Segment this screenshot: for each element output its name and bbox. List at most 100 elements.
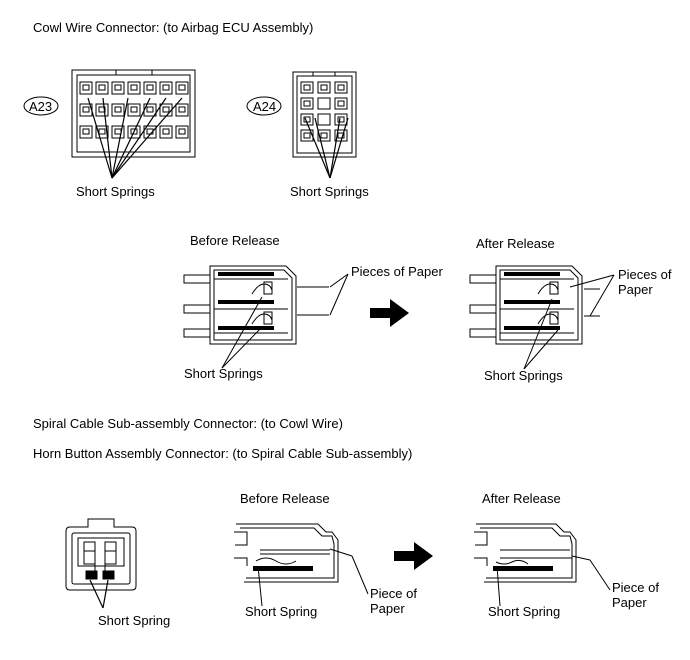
paper-leader-upper-after xyxy=(569,274,615,288)
a23-cell-pin xyxy=(178,106,186,113)
label-short-spring-front: Short Spring xyxy=(98,613,171,628)
a24-cell-pin xyxy=(303,132,311,139)
a24-cell-pin xyxy=(303,100,311,107)
side-spring xyxy=(251,283,273,295)
a24-cell-pin xyxy=(337,100,345,107)
heading-cowl-wire: Cowl Wire Connector: (to Airbag ECU Asse… xyxy=(33,20,314,35)
side-spring-box xyxy=(549,311,559,325)
a24-cell xyxy=(317,81,331,94)
a23-cell-pin xyxy=(114,106,122,113)
side-spring xyxy=(537,283,559,295)
connector-a23-front-view xyxy=(23,69,196,179)
a23-cell-pin xyxy=(146,106,154,113)
a24-cell-pin xyxy=(303,84,311,91)
a24-cell xyxy=(334,81,348,94)
a23-cell-pin xyxy=(114,84,122,91)
a23-cell-pin xyxy=(98,128,106,135)
a24-leader-lines xyxy=(304,117,349,179)
side-pin xyxy=(183,274,211,284)
horn-housing-inner xyxy=(71,532,131,585)
a24-cell xyxy=(300,97,314,110)
a23-cell xyxy=(111,103,125,117)
label-short-springs-after: Short Springs xyxy=(484,368,563,383)
side-hatch xyxy=(218,272,274,276)
side-hatch xyxy=(218,326,274,330)
side-spring-box xyxy=(549,281,559,295)
a23-cell xyxy=(143,125,157,139)
connector-id-a24: A24 xyxy=(253,99,277,114)
a23-cell-pin xyxy=(162,128,170,135)
a23-cell xyxy=(159,103,173,117)
heading-spiral-cable: Spiral Cable Sub-assembly Connector: (to… xyxy=(33,416,343,431)
a23-cell-pin xyxy=(114,128,122,135)
horn-housing xyxy=(65,518,137,591)
a23-cell-pin xyxy=(178,84,186,91)
label-before-release-2: Before Release xyxy=(240,491,330,506)
spring-leader-upper xyxy=(221,296,263,369)
a23-cell xyxy=(175,125,189,139)
side-hatch xyxy=(218,300,274,304)
label-pieces-of-paper-2: Pieces of Paper xyxy=(618,267,672,297)
a23-terminal-cells xyxy=(79,81,189,139)
label-piece-of-paper-2: Piece of Paper xyxy=(612,580,659,610)
side-spring-box xyxy=(263,311,273,325)
a23-housing-inner xyxy=(76,74,191,153)
a24-cell xyxy=(334,97,348,110)
label-before-release-1: Before Release xyxy=(190,233,280,248)
a23-cell-pin xyxy=(178,128,186,135)
a23-cell xyxy=(111,81,125,95)
a24-cell xyxy=(317,113,331,126)
side-housing-inner xyxy=(213,269,293,341)
label-short-springs-a24: Short Springs xyxy=(290,184,369,199)
a23-cell-pin xyxy=(130,84,138,91)
spring-leader-lower-after xyxy=(523,329,559,370)
a23-cell xyxy=(127,125,141,139)
a23-cell-pin xyxy=(82,128,90,135)
label-pieces-of-paper-1: Pieces of Paper xyxy=(351,264,443,279)
spring-leader-upper-after xyxy=(523,298,553,370)
side-pin xyxy=(183,304,211,314)
callout-bubble-a24 xyxy=(246,96,282,116)
side-pin xyxy=(469,328,497,338)
a24-cell xyxy=(300,113,314,126)
side-hatch xyxy=(504,326,560,330)
a23-cell xyxy=(159,81,173,95)
side-view-before-release-horn xyxy=(234,523,369,607)
arrow-right-icon xyxy=(370,299,409,327)
side-view-after-release-horn xyxy=(474,523,611,607)
horn-terminal-block xyxy=(77,537,125,567)
label-after-release-2: After Release xyxy=(482,491,561,506)
a24-cell xyxy=(300,81,314,94)
side-housing xyxy=(209,265,297,345)
a23-cell xyxy=(127,103,141,117)
horn-short-spring-right xyxy=(102,570,115,580)
a23-top-latch xyxy=(115,69,153,76)
a24-cell-pin xyxy=(337,84,345,91)
label-short-spring-before: Short Spring xyxy=(245,604,318,619)
a24-cell xyxy=(317,97,331,110)
connector-id-a23: A23 xyxy=(29,99,53,114)
horn-short-spring-left xyxy=(85,570,98,580)
a23-cell xyxy=(111,125,125,139)
label-short-springs-before: Short Springs xyxy=(184,366,263,381)
callout-bubble-a23 xyxy=(23,96,59,116)
a24-cell-pin xyxy=(320,84,328,91)
spring-leader-lower xyxy=(221,326,263,369)
a24-cell xyxy=(317,129,331,142)
a23-cell-pin xyxy=(130,128,138,135)
a23-cell xyxy=(175,81,189,95)
a23-cell xyxy=(175,103,189,117)
side-pin xyxy=(183,328,211,338)
a23-cell-pin xyxy=(98,84,106,91)
heading-horn-button: Horn Button Assembly Connector: (to Spir… xyxy=(33,446,413,461)
a23-cell-pin xyxy=(98,106,106,113)
a24-cell-pin xyxy=(337,116,345,123)
a24-cell xyxy=(334,113,348,126)
a23-cell-pin xyxy=(146,84,154,91)
side-pin xyxy=(469,304,497,314)
paper-leader-lower-after xyxy=(589,274,615,317)
arrow-right-icon-2 xyxy=(394,542,433,570)
a23-housing xyxy=(71,69,196,158)
a23-cell-pin xyxy=(82,84,90,91)
